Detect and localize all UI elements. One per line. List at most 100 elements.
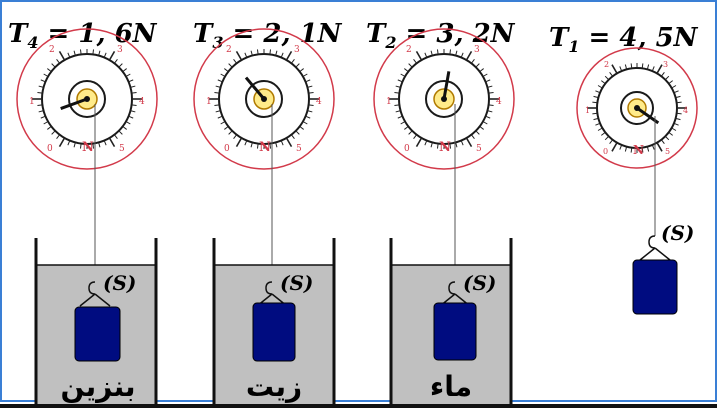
dial-tick: [460, 140, 464, 146]
dial-tick: [244, 52, 248, 58]
dial-tick: [130, 85, 136, 88]
hook-t1: [639, 235, 671, 261]
dial-tick: [103, 140, 107, 146]
dial-tick: [668, 131, 674, 136]
dial-tick: [675, 95, 681, 99]
dial-tick: [79, 49, 82, 55]
tension-label-t1: T1 = 4, 5N: [549, 23, 699, 56]
svg-text:1: 1: [386, 97, 392, 107]
dial-tick: [604, 135, 610, 141]
dial-tick: [646, 64, 650, 70]
svg-text:4: 4: [139, 97, 145, 107]
dial-tick: [37, 91, 43, 94]
liquid-label-t4: بنزين: [60, 370, 135, 403]
dial-tick: [470, 59, 475, 64]
dial-tick: [424, 140, 428, 146]
svg-text:3: 3: [663, 60, 668, 69]
dial-tick: [235, 137, 243, 148]
dial-tick: [656, 64, 663, 74]
dial-tick: [220, 73, 226, 77]
dial-tick: [214, 104, 220, 107]
liquid-label-t2: ماء: [430, 370, 472, 403]
svg-text:N: N: [82, 140, 94, 155]
dial-tick: [455, 50, 458, 56]
tension-label-t2: T2 = 3, 2N: [366, 19, 516, 52]
svg-text:1: 1: [585, 106, 590, 115]
dial-tick: [118, 130, 123, 135]
dial-tick: [408, 63, 413, 68]
dial-tick: [624, 146, 628, 152]
dial-tick: [305, 115, 311, 119]
svg-text:5: 5: [296, 144, 302, 154]
weight-block-t1: [632, 259, 678, 315]
svg-text:N: N: [439, 140, 451, 155]
svg-text:2: 2: [604, 60, 609, 69]
setup-t4: T4 = 1, 6N 1 2 3 4 5 0 N (S) بنزي: [8, 19, 158, 405]
dial-tick: [619, 144, 623, 150]
dial-tick: [604, 75, 610, 81]
dial-tick: [619, 66, 623, 72]
weight-block-t4: [74, 306, 121, 362]
dial-tick: [404, 68, 409, 73]
dial-tick: [40, 79, 46, 83]
dial-tick: [299, 125, 304, 130]
dial-tick: [673, 90, 679, 94]
dial-tick: [676, 112, 682, 115]
svg-text:N: N: [633, 143, 644, 157]
weight-block-t3: [252, 302, 296, 362]
dial-tick: [128, 115, 134, 119]
dial-tick: [302, 121, 308, 125]
dial-tick: [58, 50, 66, 61]
dial-tick: [290, 134, 295, 139]
dial-tick: [475, 130, 480, 135]
weight-block-t2: [433, 302, 477, 361]
dial-tick: [668, 80, 674, 85]
dial-tick: [479, 68, 484, 73]
dial-tick: [43, 121, 49, 125]
dial-tick: [600, 131, 606, 136]
svg-text:3: 3: [294, 45, 300, 55]
dial-tick: [660, 139, 665, 145]
dial-tick: [280, 140, 284, 146]
dynamometer-dial-t1: 1 2 3 4 5 0 N: [576, 47, 698, 169]
dial-tick: [43, 73, 49, 77]
dial-tick: [470, 134, 475, 139]
dial-tick: [51, 130, 56, 135]
tension-label-t3: T3 = 2, 1N: [193, 19, 343, 52]
dial-tick: [485, 115, 491, 119]
hook-label-t1: (S): [661, 221, 694, 245]
dial-tick: [256, 49, 259, 55]
dial-tick: [40, 115, 46, 119]
svg-text:2: 2: [226, 45, 232, 55]
dial-tick: [108, 50, 116, 61]
dial-tick: [233, 59, 238, 64]
dial-pointer: [244, 76, 266, 100]
dial-tick: [400, 121, 406, 125]
dial-tick: [269, 143, 272, 149]
dial-tick: [609, 71, 614, 77]
dial-tick: [275, 50, 278, 56]
dial-tick: [430, 50, 433, 56]
dynamometer-dial-t2: 1 2 3 4 5 0 N: [373, 28, 515, 170]
dial-tick: [285, 50, 293, 61]
dial-tick: [475, 63, 480, 68]
dial-tick: [308, 91, 314, 94]
setup-t1: T1 = 4, 5N 1 2 3 4 5 0 N (S): [549, 23, 699, 315]
dial-tick: [56, 59, 61, 64]
dial-tick: [295, 130, 300, 135]
dial-tick: [92, 49, 95, 55]
dial-tick: [302, 73, 308, 77]
dial-tick: [675, 117, 681, 121]
dial-tick: [485, 79, 491, 83]
dial-tick: [98, 142, 101, 148]
dial-tick: [487, 110, 493, 113]
dial-tick: [217, 115, 223, 119]
dial-tick: [436, 143, 439, 149]
hook-label-t2: (S): [463, 271, 496, 295]
dial-tick: [671, 127, 677, 131]
dial-tick: [290, 59, 295, 64]
setup-t3: T3 = 2, 1N 1 2 3 4 5 0 N (S) زيت: [193, 19, 343, 405]
dial-tick: [113, 134, 118, 139]
dial-tick: [400, 73, 406, 77]
